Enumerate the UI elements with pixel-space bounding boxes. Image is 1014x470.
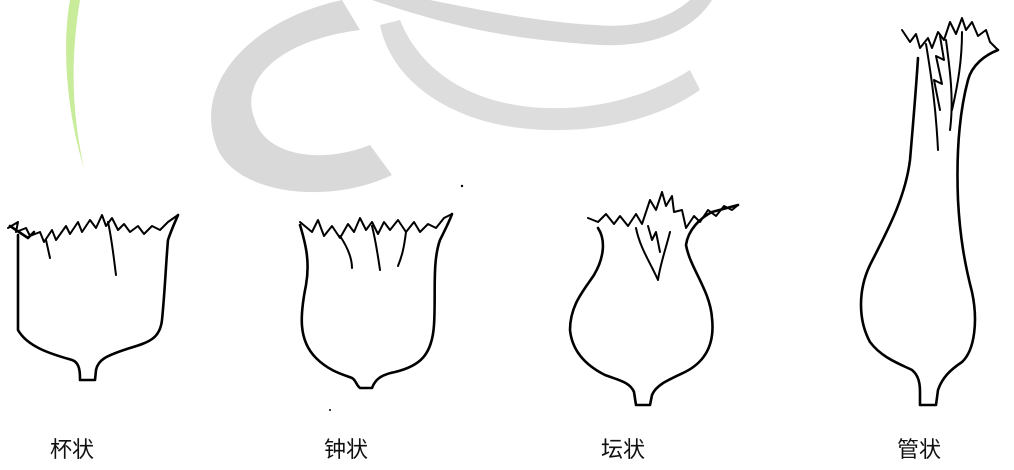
tube-shape-calyx <box>859 17 1000 407</box>
urn-shape-calyx <box>568 191 740 407</box>
label-tube-shaped: 管状 <box>896 438 941 463</box>
bell-shape-calyx <box>298 212 454 390</box>
speck <box>329 409 331 411</box>
cup-shape-calyx <box>7 213 180 382</box>
label-urn-shaped: 坛状 <box>600 438 645 463</box>
speck <box>460 184 464 188</box>
label-cup-shaped: 杯状 <box>49 438 94 463</box>
watermark-gray-arc-lower <box>380 20 700 131</box>
watermark-green-arc <box>66 0 84 168</box>
watermark-gray-arc-right <box>372 0 712 46</box>
watermark-gray-arc-left <box>211 0 392 193</box>
label-bell-shaped: 钟状 <box>323 438 368 463</box>
